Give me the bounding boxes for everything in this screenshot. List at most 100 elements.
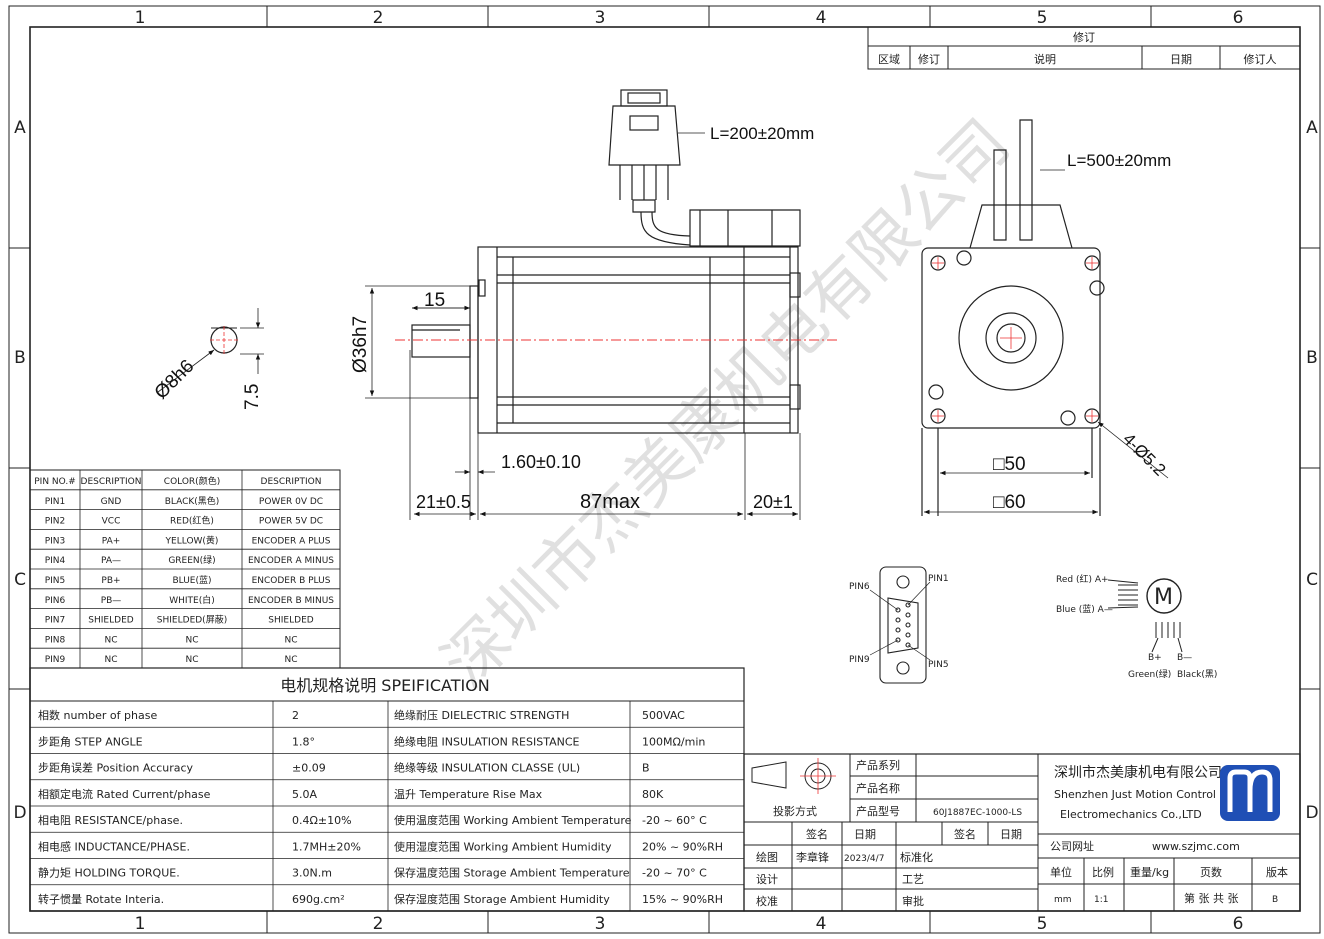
company-logo (1220, 765, 1280, 821)
pin-table-cell: SHIELDED (268, 616, 313, 626)
dim-holes: 4-Ø5.2 (1119, 429, 1169, 479)
wire-bplus-label: B+ (1148, 653, 1162, 663)
pin-table-cell: SHIELDED(屏蔽) (157, 614, 227, 626)
frame-column-labels: 1 2 3 4 5 6 1 2 3 4 5 6 (135, 8, 1244, 934)
pin-table-cell: VCC (102, 517, 121, 527)
tb-product-series: 产品系列 (856, 758, 900, 772)
spec-table-cell: 使用温度范围 Working Ambient Temperature (394, 813, 632, 827)
col-label: 2 (373, 914, 384, 934)
dim-hole-spacing: □50 (993, 454, 1026, 475)
shaft-section-view (157, 308, 264, 393)
wire-green-label: Green(绿) (1128, 668, 1171, 680)
spec-table-cell: -20 ~ 60° C (642, 814, 707, 827)
row-label: D (13, 803, 26, 823)
dim-flange-thickness: 1.60±0.10 (501, 452, 581, 472)
tb-website: www.szjmc.com (1152, 840, 1240, 853)
col-label: 3 (595, 8, 606, 28)
tb-unit: 单位 (1050, 865, 1072, 879)
pin1-label: PIN1 (928, 574, 949, 584)
pin-table-cell: PA— (101, 556, 121, 566)
tb-weight: 重量/kg (1130, 865, 1169, 879)
spec-table-cell: 相电感 INDUCTANCE/PHASE. (38, 840, 190, 853)
tb-date2: 日期 (1000, 828, 1022, 841)
dim-shaft-flat: 7.5 (242, 384, 263, 410)
tb-date: 日期 (854, 828, 876, 841)
pin-table-cell: PB+ (101, 576, 120, 586)
front-centermarks (932, 257, 1098, 422)
col-label: 1 (135, 8, 146, 28)
pin-table-cell: PIN9 (45, 655, 66, 665)
tb-scale: 比例 (1092, 865, 1114, 879)
row-label: C (14, 570, 26, 590)
frame-row-labels: A B C D A B C D (13, 118, 1318, 823)
pin-table-cell: ENCODER B MINUS (248, 596, 334, 606)
pin-table-cell: PIN7 (45, 616, 66, 626)
watermark: 深圳市杰美康机电有限公司 (429, 106, 1024, 701)
pin-table-cell: RED(红色) (170, 515, 214, 527)
tb-company-cn: 深圳市杰美康机电有限公司 (1054, 764, 1222, 781)
pin-table-header: COLOR(颜色) (164, 475, 220, 487)
tb-sign2: 签名 (954, 827, 976, 841)
tb-company-en1: Shenzhen Just Motion Control (1054, 788, 1216, 801)
pin-table-cell: PIN8 (45, 635, 66, 645)
row-label: B (14, 348, 26, 368)
col-label: 4 (816, 914, 827, 934)
revision-header: 日期 (1170, 53, 1192, 66)
pin5-label: PIN5 (928, 660, 949, 670)
wiring-diagram (1107, 578, 1183, 653)
tb-approve: 审批 (902, 894, 924, 908)
pin-table-cell: PIN1 (45, 497, 66, 507)
tb-model-value: 60J1887EC-1000-LS (933, 808, 1022, 818)
tb-process: 工艺 (902, 873, 924, 886)
spec-table-cell: 转子惯量 Rotate Interia. (38, 892, 164, 906)
spec-table-cell: 0.4Ω±10% (292, 814, 352, 827)
dim-shaft-length: 21±0.5 (416, 492, 471, 512)
tb-drawer: 李章锋 (796, 850, 829, 864)
pin-table-cell: SHIELDED (88, 616, 133, 626)
pin-table-cell: PIN2 (45, 517, 66, 527)
pin-table-cell: PA+ (102, 536, 121, 546)
pin-table-cell: PIN4 (45, 556, 66, 566)
pin-table-cell: NC (284, 655, 297, 665)
spec-table-cell: 相额定电流 Rated Current/phase (38, 787, 211, 801)
motor-symbol: M (1154, 585, 1173, 610)
revision-title: 修订 (1073, 30, 1095, 44)
spec-table-cell: 相数 number of phase (38, 709, 157, 722)
dim-cable-power: L=500±20mm (1067, 151, 1171, 170)
spec-table-cell: 保存温度范围 Storage Ambient Temperature (394, 866, 630, 880)
spec-table-cell: 步距角误差 Position Accuracy (38, 761, 194, 775)
spec-table-cell: 2 (292, 709, 299, 722)
pin-table-cell: NC (104, 635, 117, 645)
row-label: A (1306, 118, 1318, 138)
spec-table-cell: 步距角 STEP ANGLE (38, 735, 143, 748)
tb-product-name: 产品名称 (856, 781, 900, 795)
spec-table-cell: 15% ~ 90%RH (642, 893, 723, 906)
tb-website-label: 公司网址 (1050, 839, 1094, 853)
tb-pages-val: 第 张 共 张 (1184, 891, 1239, 905)
spec-table-cell: 绝缘等级 INSULATION CLASSE (UL) (394, 761, 580, 775)
wire-red-label: Red (红) A+ (1056, 573, 1109, 585)
tb-scale-val: 1:1 (1094, 895, 1108, 905)
dim-flange-size: □60 (993, 492, 1026, 513)
wire-bminus-label: B— (1177, 653, 1192, 663)
tb-unit-val: mm (1054, 895, 1072, 905)
spec-table-cell: 使用湿度范围 Working Ambient Humidity (394, 839, 612, 853)
wire-black-label: Black(黑) (1177, 669, 1217, 680)
pin-table-header: DESCRIPTION (261, 477, 322, 487)
pin-table-cell: NC (284, 635, 297, 645)
wire-blue-label: Blue (蓝) A— (1056, 603, 1113, 615)
spec-table-cell: 3.0N.m (292, 867, 332, 880)
revision-header: 说明 (1034, 52, 1056, 66)
tb-version-val: B (1272, 895, 1278, 905)
revision-header: 区域 (878, 53, 900, 66)
spec-table-cell: 690g.cm² (292, 893, 345, 906)
spec-table-cell: 静力矩 HOLDING TORQUE. (38, 866, 180, 880)
pin-table-cell: PIN3 (45, 536, 66, 546)
dim-cable-connector: L=200±20mm (710, 124, 814, 143)
col-label: 3 (595, 914, 606, 934)
pin-table-cell: NC (104, 655, 117, 665)
col-label: 6 (1233, 8, 1244, 28)
pin-table-cell: WHITE(白) (169, 594, 215, 606)
